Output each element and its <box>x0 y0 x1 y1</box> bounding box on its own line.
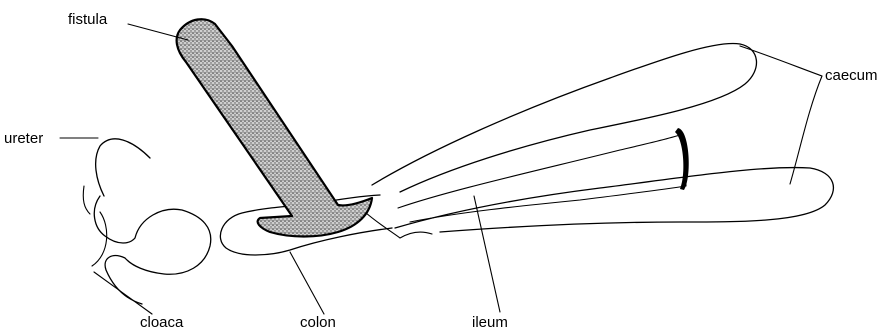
ureter-label: ureter <box>4 130 43 147</box>
cloaca-inner-line <box>92 212 107 266</box>
lower-caecum-outline <box>395 168 833 232</box>
upper-caecum-outline <box>372 43 756 192</box>
fistula-label: fistula <box>68 11 108 28</box>
fistula-tube <box>177 19 372 236</box>
colon-leader <box>290 252 324 314</box>
cloaca-label: cloaca <box>140 314 184 331</box>
colon-label: colon <box>300 314 336 331</box>
caecum-label: caecum <box>825 67 878 84</box>
ileum-leader <box>474 196 500 312</box>
caecum-leader <box>740 46 822 184</box>
ileum-outline <box>398 134 686 222</box>
cloaca-leader <box>94 272 152 314</box>
ureter-curve <box>83 186 90 214</box>
cloaca-outline <box>94 139 210 304</box>
ileum-cut-end <box>675 128 689 190</box>
ileum-label: ileum <box>472 314 508 331</box>
colon-joint-lines <box>365 212 432 238</box>
